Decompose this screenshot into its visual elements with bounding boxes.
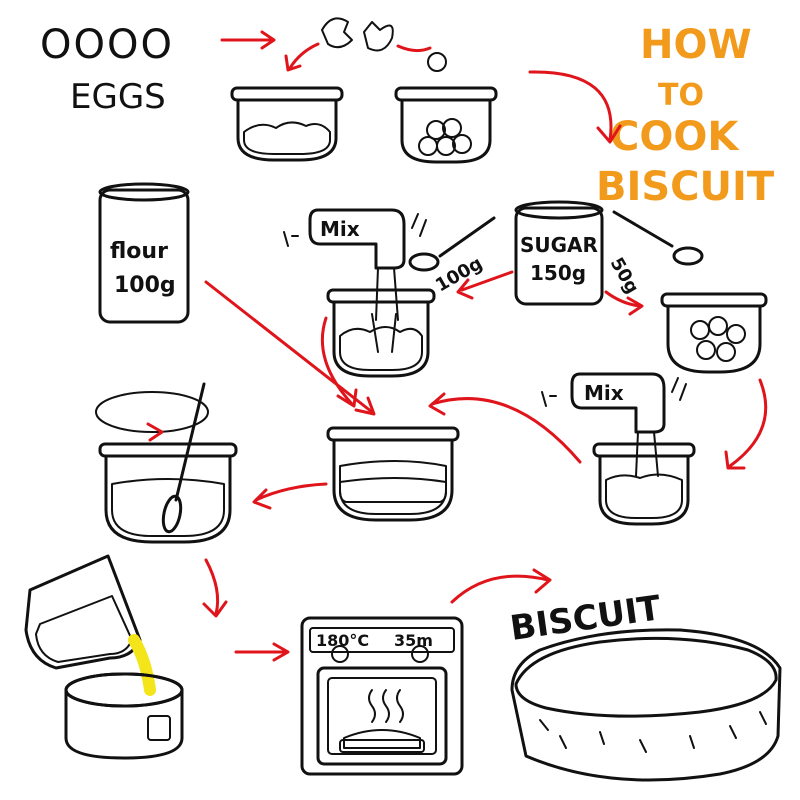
title-line-cook: COOK bbox=[610, 114, 740, 160]
arrow-crack-to-yolks bbox=[396, 44, 432, 53]
title-block: HOW TO COOK BISCUIT bbox=[596, 22, 775, 210]
mixer-right-label: Mix bbox=[584, 381, 624, 405]
oven-temperature-knob bbox=[331, 645, 349, 663]
oven-temperature: 180°C bbox=[316, 631, 369, 650]
mixer-top: Mix bbox=[283, 208, 427, 321]
egg-count-marks: OOOO bbox=[40, 22, 174, 68]
title-line-to: TO bbox=[658, 78, 704, 113]
bowl-stirring bbox=[95, 382, 238, 544]
bowl-egg-whites bbox=[230, 86, 344, 162]
eggs-label: EGGS bbox=[70, 77, 166, 117]
flour-label: flour bbox=[110, 239, 168, 264]
spoon-right-amount: 50g bbox=[606, 254, 643, 297]
bowl-whites-mixing bbox=[326, 288, 436, 378]
arrow-sugar-to-yolks bbox=[604, 290, 644, 316]
arrow-yolks-to-beaten bbox=[724, 378, 768, 470]
mixer-top-label: Mix bbox=[320, 217, 360, 241]
oven-timer-knob bbox=[411, 645, 429, 663]
flour-amount: 100g bbox=[114, 273, 176, 298]
arrow-crack-to-whites bbox=[284, 42, 320, 72]
arrow-whites-to-combined bbox=[320, 316, 358, 408]
arrow-pan-to-oven bbox=[234, 642, 290, 662]
arrow-to-title bbox=[528, 70, 622, 144]
oven: 180°C 35m bbox=[300, 616, 464, 776]
spoon-right: 50g bbox=[606, 210, 704, 297]
sugar-label: SUGAR bbox=[520, 233, 598, 257]
bowl-egg-yolks bbox=[394, 86, 498, 164]
arrow-beaten-to-combined bbox=[428, 392, 582, 464]
flour-can: flour 100g bbox=[98, 182, 190, 324]
baking-pan bbox=[64, 672, 184, 760]
bowl-combined bbox=[326, 426, 460, 522]
pour-bowl bbox=[24, 554, 156, 696]
arrow-sugar-to-whites bbox=[456, 270, 514, 300]
arrow-combined-to-stir bbox=[252, 482, 328, 510]
biscuit-cake bbox=[510, 628, 782, 782]
arrow-oven-to-biscuit bbox=[450, 568, 552, 604]
bowl-beaten-yolks bbox=[592, 442, 696, 526]
arrow-stir-to-pour bbox=[202, 558, 228, 618]
bowl-yolks-sugar bbox=[660, 292, 768, 374]
oven-time: 35m bbox=[394, 631, 433, 650]
cracked-egg-icon bbox=[321, 17, 447, 72]
mixer-right: Mix bbox=[541, 372, 687, 477]
arrow-eggs-to-crack bbox=[220, 30, 276, 50]
title-line-biscuit: BISCUIT bbox=[596, 164, 775, 210]
sugar-can: SUGAR 150g bbox=[514, 200, 604, 306]
arrow-flour-to-combined bbox=[204, 280, 376, 416]
sugar-amount: 150g bbox=[530, 261, 586, 285]
title-line-how: HOW bbox=[640, 22, 752, 68]
